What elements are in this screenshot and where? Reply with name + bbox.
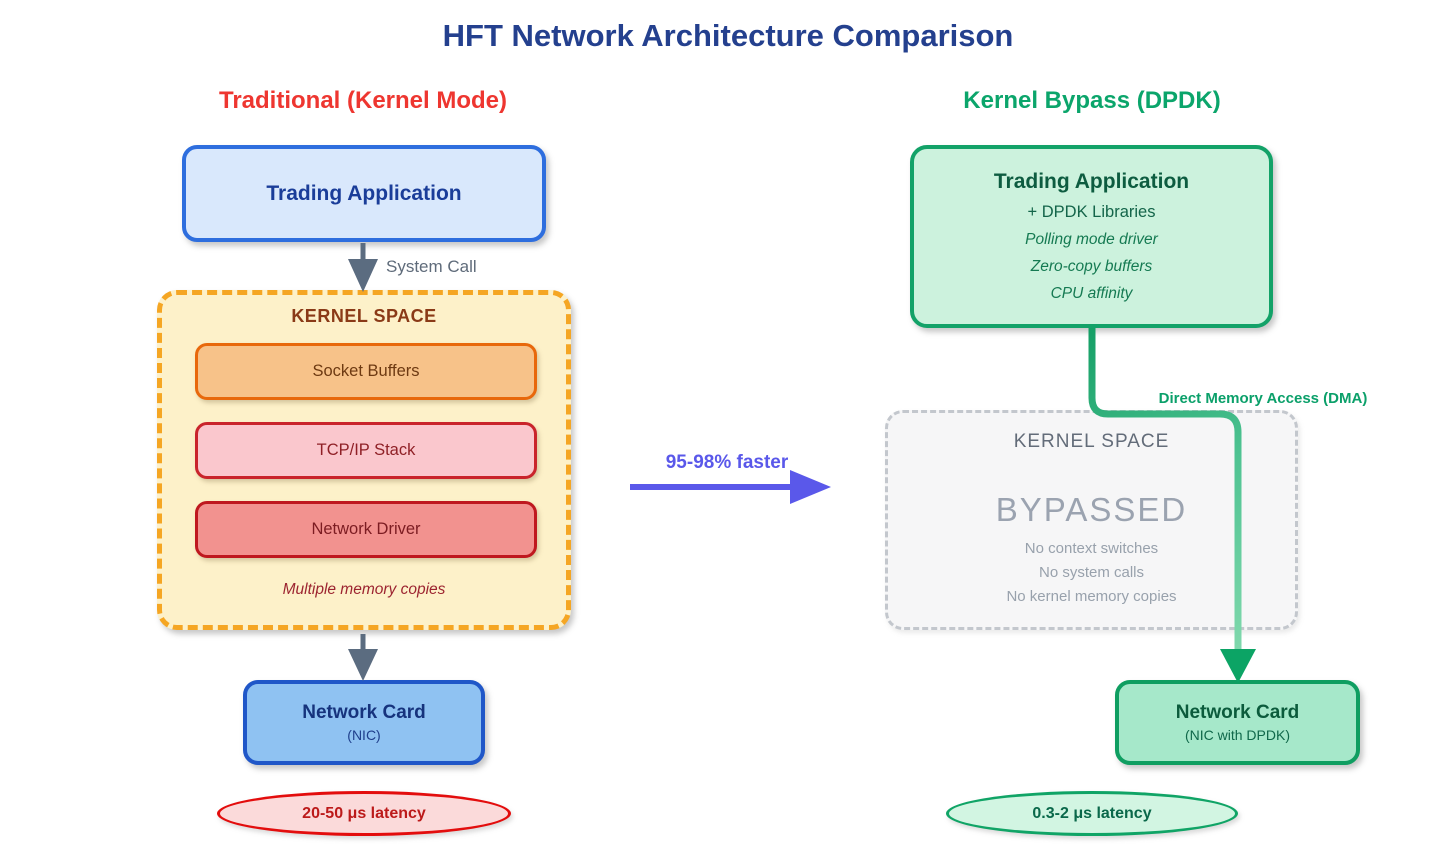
tcpip-stack-box: TCP/IP Stack	[195, 422, 537, 479]
network-card-box-traditional: Network Card (NIC)	[243, 680, 485, 765]
kernel-to-nic-arrow	[348, 634, 378, 681]
faster-arrow-label: 95-98% faster	[665, 452, 789, 473]
trading-application-box-dpdk: Trading Application + DPDK Libraries Pol…	[910, 145, 1273, 328]
network-card-subtitle: (NIC)	[347, 727, 381, 743]
socket-buffers-box: Socket Buffers	[195, 343, 537, 400]
latency-badge-dpdk: 0.3-2 μs latency	[946, 791, 1238, 836]
kernel-space-box-bypassed: KERNEL SPACE BYPASSED No context switche…	[885, 410, 1298, 630]
bypassed-label: BYPASSED	[995, 491, 1188, 528]
zero-copy-buffers-line: Zero-copy buffers	[1030, 258, 1153, 275]
no-context-switches-line: No context switches	[1024, 540, 1159, 557]
faster-arrow	[630, 470, 831, 504]
polling-mode-driver-line: Polling mode driver	[1025, 231, 1158, 248]
network-card-box-dpdk: Network Card (NIC with DPDK)	[1115, 680, 1360, 765]
network-card-title: Network Card	[302, 702, 426, 723]
network-driver-box: Network Driver	[195, 501, 537, 558]
no-kernel-memory-copies-line: No kernel memory copies	[1006, 588, 1177, 605]
page-title: HFT Network Architecture Comparison	[442, 18, 1014, 53]
network-card-dpdk-subtitle: (NIC with DPDK)	[1184, 727, 1290, 743]
system-call-arrow	[348, 243, 378, 292]
traditional-column-heading: Traditional (Kernel Mode)	[218, 87, 508, 114]
trading-application-dpdk-title: Trading Application	[993, 170, 1190, 193]
kernel-space-title: KERNEL SPACE	[291, 306, 437, 326]
trading-application-label: Trading Application	[266, 181, 462, 205]
cpu-affinity-line: CPU affinity	[1050, 285, 1133, 302]
network-card-dpdk-title: Network Card	[1175, 702, 1300, 723]
kernel-bypass-column-heading: Kernel Bypass (DPDK)	[963, 87, 1221, 114]
kernel-space-bypassed-title: KERNEL SPACE	[1013, 431, 1170, 452]
kernel-space-box-traditional: KERNEL SPACE Socket Buffers TCP/IP Stack…	[157, 290, 571, 630]
memory-copies-note: Multiple memory copies	[282, 581, 446, 598]
dma-label: Direct Memory Access (DMA)	[1158, 390, 1368, 407]
no-system-calls-line: No system calls	[1038, 564, 1145, 581]
system-call-label: System Call	[386, 257, 477, 276]
trading-application-box-traditional: Trading Application	[182, 145, 546, 242]
bypassed-detail-lines: No context switches No system calls No k…	[888, 537, 1295, 609]
latency-badge-traditional: 20-50 μs latency	[217, 791, 511, 836]
dpdk-libraries-line: + DPDK Libraries	[1027, 203, 1156, 221]
